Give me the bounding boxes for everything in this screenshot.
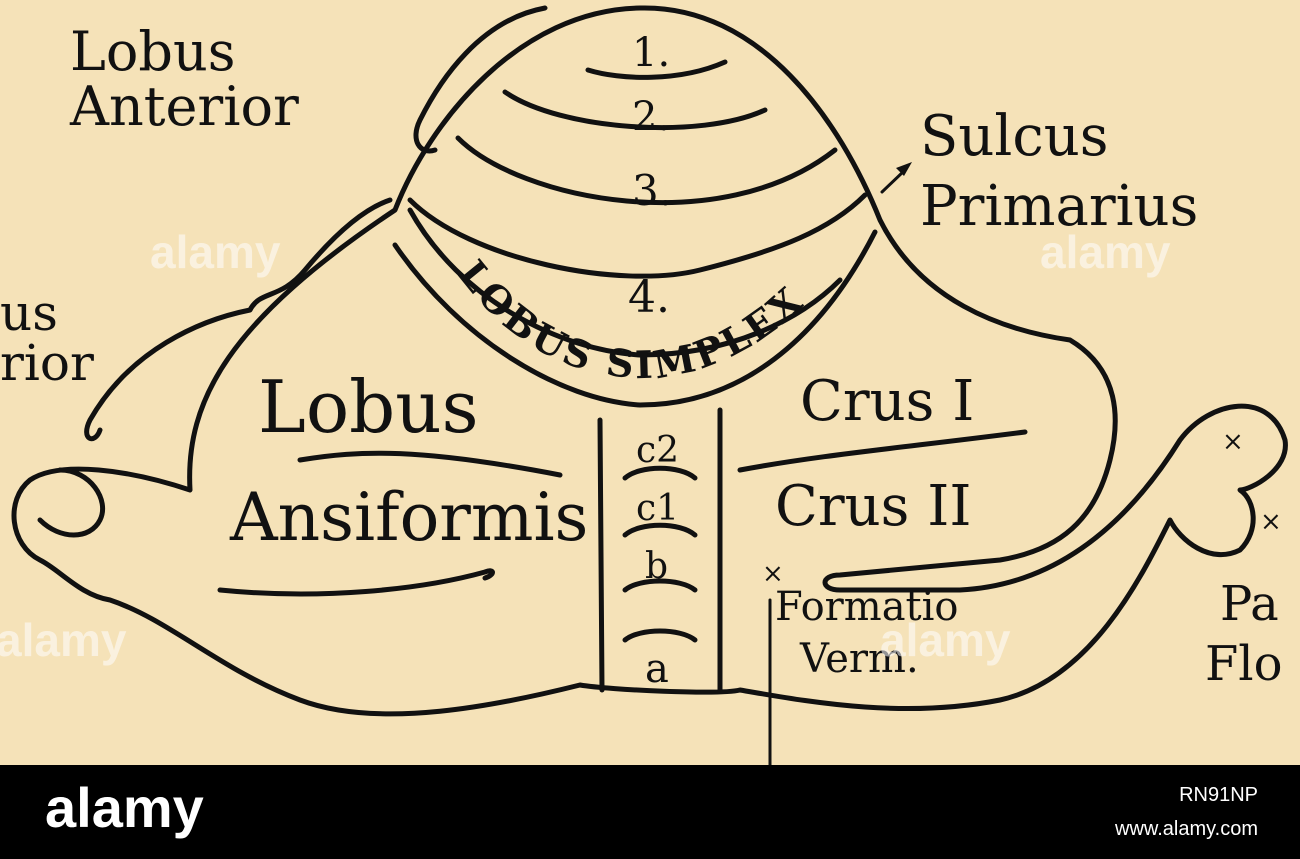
left-lobule-lower: [220, 571, 493, 594]
watermark-overlay: alamy: [1040, 226, 1171, 278]
lobule-2-label: 2.: [632, 94, 670, 140]
cerebellum-diagram: Lobus Anterior Sulcus Primarius us rior …: [0, 0, 1300, 765]
watermark-footer: alamy RN91NP www.alamy.com: [0, 765, 1300, 855]
paraflocculus-partial-label-2: Flo: [1205, 636, 1283, 692]
watermark-overlay: alamy: [880, 614, 1011, 666]
footer-svg: alamy RN91NP www.alamy.com: [0, 765, 1300, 855]
watermark-overlay: alamy: [150, 226, 281, 278]
left-lobe-partial-label-2: rior: [0, 334, 94, 392]
ansiform-fissure: [300, 453, 560, 475]
left-paraflocculus-wing: [40, 470, 103, 535]
x-mark: ×: [1222, 427, 1244, 457]
crus-fissure: [740, 432, 1025, 470]
lobule-1-label: 1.: [632, 30, 670, 76]
vermis-a-cap: [625, 631, 695, 640]
crus-2-label: Crus II: [775, 474, 971, 539]
crus-1-label: Crus I: [800, 369, 974, 434]
lobus-anterior-label-1: Lobus: [70, 20, 235, 83]
sulcus-arrowhead: [896, 162, 912, 176]
lobus-ansiformis-label-2: Ansiformis: [229, 479, 588, 556]
vermis-c2-label: c2: [636, 430, 679, 471]
image-id: RN91NP: [1179, 784, 1258, 806]
x-mark: ×: [762, 559, 784, 589]
lobus-anterior-label-2: Anterior: [69, 75, 299, 138]
sulcus-primarius-label-1: Sulcus: [920, 104, 1109, 169]
vermis-left-wall: [600, 420, 602, 690]
lobus-ansiformis-label-1: Lobus: [258, 365, 479, 449]
vermis-b-label: b: [645, 546, 668, 587]
alamy-logo: alamy: [45, 776, 204, 839]
paraflocculus-partial-label-1: Pa: [1220, 576, 1279, 632]
lobule-3-label: 3.: [632, 166, 672, 215]
vermis-c1-label: c1: [636, 488, 679, 529]
site-url: www.alamy.com: [1114, 818, 1258, 840]
cerebellum-drawing: Lobus Anterior Sulcus Primarius us rior …: [0, 0, 1300, 765]
x-mark: ×: [1260, 507, 1282, 537]
watermark-overlay: alamy: [0, 614, 127, 666]
vermis-a-label: a: [645, 646, 669, 692]
lobule-4-label: 4.: [628, 272, 670, 323]
